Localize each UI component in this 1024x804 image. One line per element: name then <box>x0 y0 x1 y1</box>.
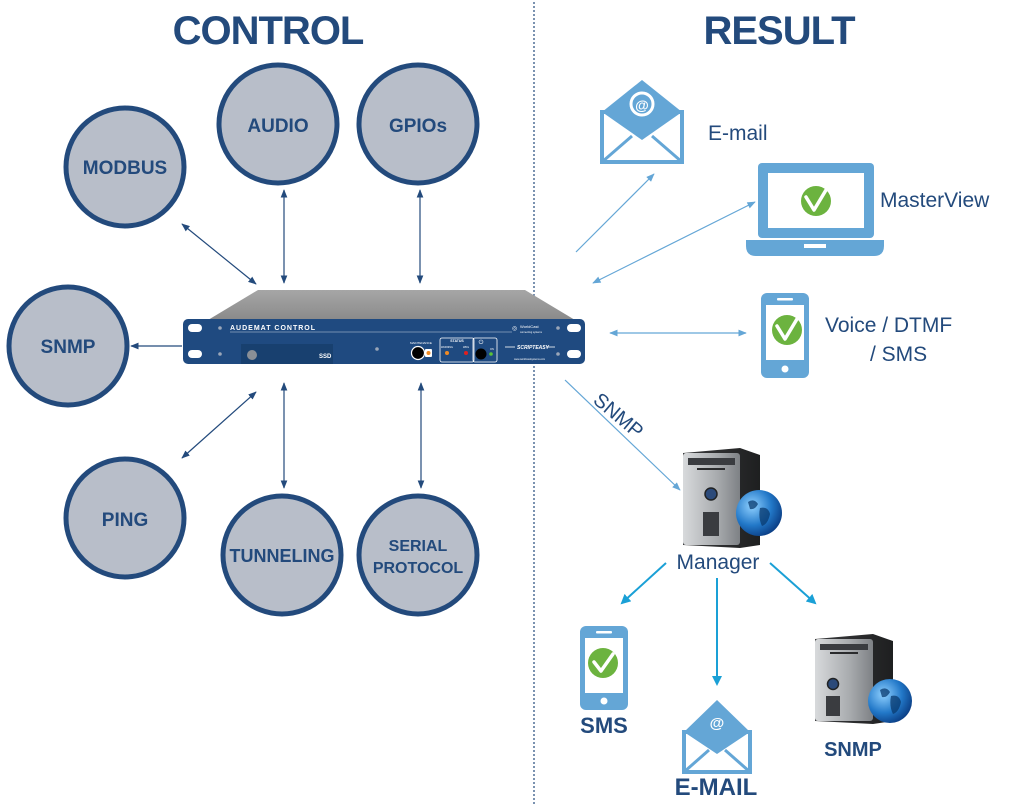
arrow-to-snmp-bottom <box>769 562 817 605</box>
ssd-slot <box>241 344 333 364</box>
snmp-bottom-label: SNMP <box>824 739 882 761</box>
globe-icon <box>736 490 782 536</box>
arrow-masterview <box>592 201 756 284</box>
brand-name: WorldCast <box>520 324 539 329</box>
check-icon <box>588 648 618 678</box>
node-snmp-label: SNMP <box>41 337 96 358</box>
node-tunneling-label: TUNNELING <box>230 546 335 566</box>
manager-server[interactable]: Manager <box>677 448 782 574</box>
email-envelope-icon: @ <box>682 700 752 774</box>
node-serial-protocol[interactable]: SERIAL PROTOCOL <box>356 493 480 617</box>
masterview-label: MasterView <box>880 189 990 212</box>
node-modbus-label: MODBUS <box>83 158 167 179</box>
arrow-snmp-manager <box>564 379 681 491</box>
arrow-ping <box>181 391 257 459</box>
ssd-label: SSD <box>319 354 332 360</box>
node-serial-label-line1: SERIAL <box>389 538 448 555</box>
globe-icon <box>868 679 912 723</box>
node-audio-label: AUDIO <box>247 116 308 137</box>
arrow-modbus <box>181 223 257 285</box>
svg-text:@: @ <box>635 97 649 113</box>
control-arrows <box>130 189 425 489</box>
result-title: RESULT <box>703 9 855 53</box>
masterview-result[interactable]: MasterView <box>746 163 990 256</box>
power-box <box>472 337 498 363</box>
email-result[interactable]: @ E-mail <box>600 80 768 164</box>
device-top-cover <box>208 290 575 320</box>
device-name: AUDEMAT CONTROL <box>230 325 316 332</box>
wdg-led <box>464 351 468 355</box>
snmp-bottom-result[interactable]: SNMP <box>815 634 912 761</box>
sms-result[interactable]: SMS <box>580 626 628 738</box>
node-audio[interactable]: AUDIO <box>216 62 340 186</box>
on-led <box>489 352 493 356</box>
on-label: ON <box>490 348 494 351</box>
email-label: E-mail <box>708 122 768 145</box>
node-ping[interactable]: PING <box>63 456 187 580</box>
maintenance-label: MAINTENANCE <box>410 341 432 345</box>
warning-led <box>445 351 449 355</box>
email-bottom-result[interactable]: @ E-MAIL <box>675 700 758 801</box>
brand-logo: ◎ <box>512 326 517 332</box>
node-snmp[interactable]: SNMP <box>6 284 130 408</box>
node-modbus[interactable]: MODBUS <box>63 105 187 229</box>
snmp-link-label: SNMP <box>589 389 647 443</box>
control-title: CONTROL <box>173 9 364 53</box>
arrow-to-sms <box>620 562 667 605</box>
node-gpios[interactable]: GPIOs <box>356 62 480 186</box>
manager-label: Manager <box>677 551 760 574</box>
svg-text:@: @ <box>710 715 725 732</box>
node-tunneling[interactable]: TUNNELING <box>220 493 344 617</box>
power-button[interactable] <box>475 348 487 360</box>
website-label: www.worldcastsystems.com <box>514 358 545 361</box>
voice-label-line1: Voice / DTMF <box>825 314 952 337</box>
manager-arrows <box>620 562 817 686</box>
result-arrows <box>564 173 756 491</box>
status-label: STATUS <box>450 339 464 343</box>
power-icon: ⏻ <box>479 339 484 346</box>
maintenance-button[interactable] <box>410 345 426 361</box>
voice-label-line2: / SMS <box>870 343 927 366</box>
arrow-to-email <box>575 173 655 253</box>
sms-label: SMS <box>580 713 628 738</box>
voice-result[interactable]: Voice / DTMF / SMS <box>761 293 952 378</box>
node-gpios-label: GPIOs <box>389 116 447 137</box>
warning-label: WARNING <box>441 346 453 349</box>
wdg-label: WDG <box>463 346 469 349</box>
audemat-control-device[interactable]: AUDEMAT CONTROL SSD MAINTENANCE STATUS W… <box>183 290 585 364</box>
scripteasy-label: SCRIPTEASY <box>517 345 550 351</box>
email-envelope-icon: @ <box>600 80 684 164</box>
brand-subtitle: connecting systems <box>520 331 543 334</box>
node-serial-label-line2: PROTOCOL <box>373 560 464 577</box>
check-icon <box>801 186 831 216</box>
node-ping-label: PING <box>102 510 148 531</box>
check-icon <box>772 315 802 345</box>
status-box <box>439 337 475 363</box>
email-bottom-label: E-MAIL <box>675 774 758 801</box>
